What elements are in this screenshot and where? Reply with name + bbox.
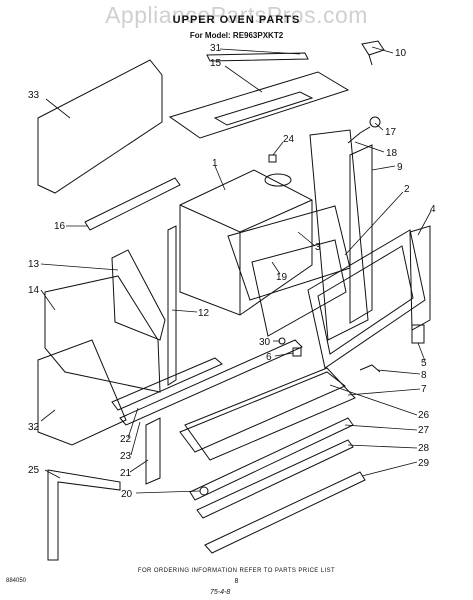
part-label: 10 (395, 48, 407, 59)
part-23-rail (119, 339, 303, 426)
part-label: 7 (421, 384, 427, 395)
part-24-clip (268, 154, 277, 163)
diagram-title: UPPER OVEN PARTS (172, 14, 301, 26)
document-id: 884050 (6, 578, 27, 584)
part-label: 1 (212, 158, 218, 169)
part-29-trim (204, 471, 366, 554)
part-5-block (411, 324, 425, 344)
part-32-lower-panel (37, 339, 127, 446)
part-label: 26 (418, 410, 430, 421)
part-22-rail (111, 357, 223, 411)
part-label: 14 (28, 285, 40, 296)
part-17-connector (369, 116, 381, 128)
part-label: 13 (28, 259, 40, 270)
part-19-gasket (251, 239, 347, 337)
part-label: 12 (198, 308, 210, 319)
part-4-bracket (409, 225, 431, 331)
part-label: 4 (430, 204, 436, 215)
part-label: 6 (266, 352, 272, 363)
part-3-gasket (227, 205, 351, 301)
part-10-bracket (361, 40, 385, 56)
part-12-channel (167, 225, 177, 386)
part-13-side-panel (111, 249, 166, 341)
part-label: 19 (276, 272, 288, 283)
part-label: 21 (120, 468, 132, 479)
part-label: 2 (404, 184, 410, 195)
part-31-strip (206, 52, 309, 62)
part-8-wire (359, 364, 381, 373)
part-label: 3 (315, 242, 321, 253)
leader-lines (40, 46, 432, 494)
part-16-rail (84, 177, 181, 231)
part-label: 31 (210, 43, 222, 54)
page-number: 8 (234, 578, 239, 585)
part-1-oven-liner (179, 169, 313, 316)
part-6-clip (292, 347, 302, 357)
part-2-door-frame (307, 229, 426, 369)
part-label: 32 (28, 422, 40, 433)
revision-code: 75-4-8 (210, 589, 231, 596)
ordering-info-footer: FOR ORDERING INFORMATION REFER TO PARTS … (137, 568, 336, 574)
part-26-tray-frame (179, 371, 346, 453)
part-label: 25 (28, 465, 40, 476)
part-15-top-panel (168, 71, 350, 139)
part-21-bracket (145, 417, 161, 485)
part-label: 20 (121, 489, 133, 500)
watermark: AppliancePartsPros.com (105, 2, 368, 28)
part-28-trim (196, 439, 354, 519)
part-label: 16 (54, 221, 66, 232)
part-25-angle-bracket (47, 469, 121, 561)
part-18-wire (347, 126, 371, 144)
part-20-screw (199, 486, 209, 496)
part-33-back-panel (37, 59, 163, 194)
part-label: 5 (421, 358, 427, 369)
part-27-trim (189, 417, 354, 501)
part-label: 24 (283, 134, 295, 145)
part-label: 27 (418, 425, 430, 436)
part-frame (309, 129, 369, 341)
part-label: 28 (418, 443, 430, 454)
model-number: For Model: RE963PXKT2 (189, 31, 284, 40)
part-label: 23 (120, 451, 132, 462)
part-label: 29 (418, 458, 430, 469)
part-label: 33 (28, 90, 40, 101)
part-label: 9 (397, 162, 403, 173)
part-label: 22 (120, 434, 132, 445)
part-9-side-trim (349, 144, 373, 324)
part-label: 18 (386, 148, 398, 159)
part-label: 8 (421, 370, 427, 381)
part-label: 17 (385, 127, 397, 138)
part-label: 30 (259, 337, 271, 348)
part-label: 15 (210, 58, 222, 69)
part-7-bottom-tray (184, 367, 356, 461)
part-14-insulation (44, 275, 161, 393)
